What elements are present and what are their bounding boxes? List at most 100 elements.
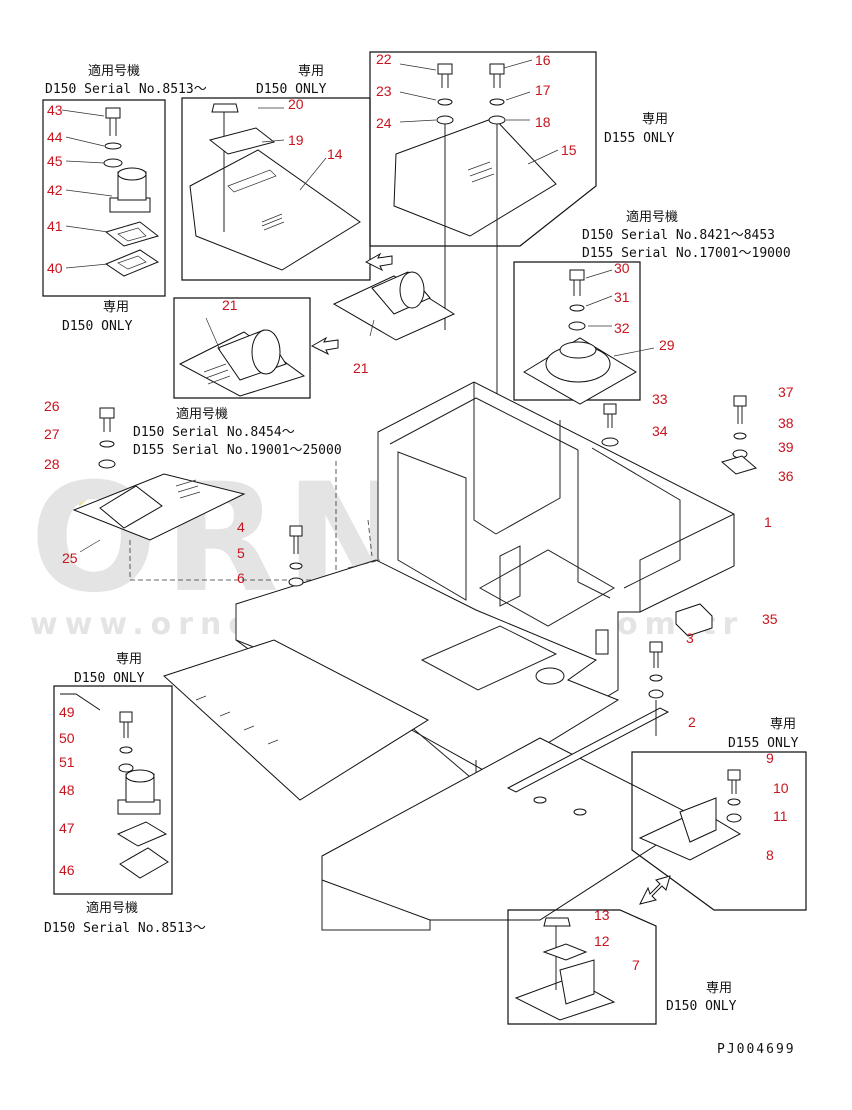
callout-47[interactable]: 47 — [59, 820, 75, 836]
mesh — [261, 213, 285, 231]
detail-box-bottom — [507, 909, 657, 1025]
side-plate-left — [163, 639, 430, 801]
callout-51[interactable]: 51 — [59, 754, 75, 770]
plate — [104, 249, 160, 277]
note-serial: D150 Serial No.8513～ — [44, 921, 206, 936]
strip-2 — [506, 707, 670, 793]
frame-top-center — [181, 97, 371, 281]
note-only: D150 ONLY — [74, 671, 145, 686]
watermark-accent — [60, 488, 100, 506]
callout-31[interactable]: 31 — [614, 289, 630, 305]
callout-38[interactable]: 38 — [778, 415, 794, 431]
callout-5[interactable]: 5 — [237, 545, 245, 561]
callout-19[interactable]: 19 — [288, 132, 304, 148]
callout-21[interactable]: 21 — [353, 360, 369, 376]
callout-2[interactable]: 2 — [688, 714, 696, 730]
note-serial: D155 Serial No.17001～19000 — [582, 246, 791, 261]
cover-slot — [227, 169, 277, 193]
small-plate — [208, 127, 276, 155]
callout-21[interactable]: 21 — [222, 297, 238, 313]
block-35 — [675, 603, 713, 637]
frame-lower-left — [53, 685, 173, 895]
plate-hole — [117, 255, 147, 270]
note-serial: D155 Serial No.19001～25000 — [133, 443, 342, 458]
callout-27[interactable]: 27 — [44, 426, 60, 442]
note-only: D150 ONLY — [62, 319, 133, 334]
callout-50[interactable]: 50 — [59, 730, 75, 746]
callout-11[interactable]: 11 — [773, 808, 788, 824]
callout-10[interactable]: 10 — [773, 780, 789, 796]
callout-7[interactable]: 7 — [632, 957, 640, 973]
note-only-kanji: 専用 — [298, 64, 324, 79]
callout-26[interactable]: 26 — [44, 398, 60, 414]
callout-28[interactable]: 28 — [44, 456, 60, 472]
callout-13[interactable]: 13 — [594, 907, 610, 923]
mesh-d155 — [467, 161, 495, 183]
callout-17[interactable]: 17 — [535, 82, 551, 98]
note-only-kanji: 専用 — [770, 717, 796, 732]
callout-32[interactable]: 32 — [614, 320, 630, 336]
frame-top-right — [369, 51, 597, 247]
callout-20[interactable]: 20 — [288, 96, 304, 112]
callout-29[interactable]: 29 — [659, 337, 675, 353]
note-only-kanji: 専用 — [706, 981, 732, 996]
bolt-shank — [109, 118, 117, 136]
gasket-hole — [117, 227, 147, 242]
callout-22[interactable]: 22 — [376, 51, 392, 67]
frame-21 — [173, 297, 311, 399]
note-only-kanji: 専用 — [103, 300, 129, 315]
lock-washer — [104, 142, 122, 150]
bolt-16-head — [489, 63, 505, 75]
frame-top-left — [42, 99, 166, 297]
callout-30[interactable]: 30 — [614, 260, 630, 276]
callout-42[interactable]: 42 — [47, 182, 63, 198]
detail-box-lower-left — [53, 685, 173, 895]
callout-35[interactable]: 35 — [762, 611, 778, 627]
drawing-code: PJ004699 — [717, 1042, 796, 1057]
callout-1[interactable]: 1 — [764, 514, 772, 530]
note-only: D150 ONLY — [666, 999, 737, 1014]
callout-49[interactable]: 49 — [59, 704, 75, 720]
callout-34[interactable]: 34 — [652, 423, 668, 439]
detail-box-top-left — [42, 99, 166, 297]
callout-16[interactable]: 16 — [535, 52, 551, 68]
washer — [103, 158, 123, 168]
callout-23[interactable]: 23 — [376, 83, 392, 99]
callout-36[interactable]: 36 — [778, 468, 794, 484]
cover-plate-25 — [72, 407, 337, 581]
note-applicable: 適用号機 — [176, 406, 228, 422]
callout-41[interactable]: 41 — [47, 218, 63, 234]
callout-48[interactable]: 48 — [59, 782, 75, 798]
callout-25[interactable]: 25 — [62, 550, 78, 566]
callout-37[interactable]: 37 — [778, 384, 794, 400]
callout-3[interactable]: 3 — [686, 630, 694, 646]
cover-plate — [189, 149, 361, 271]
fasteners-3-6 — [288, 525, 664, 736]
note-applicable: 適用号機 — [626, 209, 678, 225]
callout-24[interactable]: 24 — [376, 115, 392, 131]
callout-12[interactable]: 12 — [594, 933, 610, 949]
callout-labels: 1 2 3 4 5 6 7 8 9 10 11 12 13 14 15 16 1… — [44, 51, 794, 973]
detail-box-21 — [173, 297, 311, 399]
callout-4[interactable]: 4 — [237, 519, 245, 535]
note-only: D150 ONLY — [256, 82, 327, 97]
callout-43[interactable]: 43 — [47, 102, 63, 118]
callout-45[interactable]: 45 — [47, 153, 63, 169]
callout-14[interactable]: 14 — [327, 146, 343, 162]
callout-46[interactable]: 46 — [59, 862, 75, 878]
callout-8[interactable]: 8 — [766, 847, 774, 863]
callout-6[interactable]: 6 — [237, 570, 245, 586]
detail-box-mount-29 — [513, 261, 655, 405]
callout-40[interactable]: 40 — [47, 260, 63, 276]
callout-44[interactable]: 44 — [47, 129, 63, 145]
callout-33[interactable]: 33 — [652, 391, 668, 407]
cover-plate-d155 — [393, 117, 557, 237]
callout-18[interactable]: 18 — [535, 114, 551, 130]
note-serial: D150 Serial No.8513～ — [45, 82, 207, 97]
frame-bottom — [507, 909, 657, 1025]
callout-9[interactable]: 9 — [766, 750, 774, 766]
callout-15[interactable]: 15 — [561, 142, 577, 158]
detail-box-top-center — [181, 97, 371, 281]
note-serial: D150 Serial No.8454～ — [133, 425, 295, 440]
callout-39[interactable]: 39 — [778, 439, 794, 455]
